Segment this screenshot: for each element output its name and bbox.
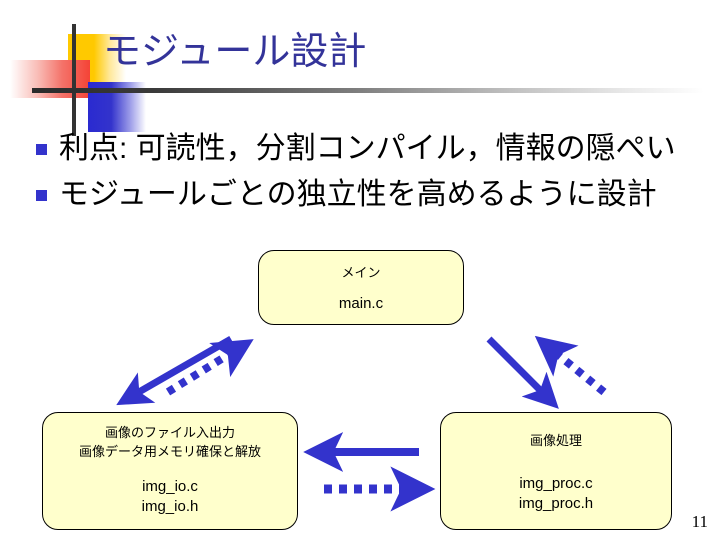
bullet-text: 利点: 可読性，分割コンパイル，情報の隠ぺい [59,132,676,165]
module-files: main.c [338,295,384,312]
square-bullet-icon [36,144,47,155]
module-files: img_proc.c img_proc.h [518,475,594,512]
arrow-main-to-img-io [116,335,233,406]
module-description: 画像処理 [529,433,582,448]
module-description: メイン [341,265,381,280]
module-box-img-io[interactable]: 画像のファイル入出力 画像データ用メモリ確保と解放 img_io.c img_i… [42,412,298,530]
arrow-img-io-to-main [165,339,254,396]
module-box-main[interactable]: メイン main.c [258,250,464,325]
list-item: モジュールごとの独立性を高めるように設計 [36,175,708,215]
module-files: img_io.c img_io.h [141,478,199,515]
page-title: モジュール設計 [103,31,367,73]
list-item: 利点: 可読性，分割コンパイル，情報の隠ぺい [36,129,708,169]
decoration-vertical-line [72,24,76,136]
module-description: 画像のファイル入出力 画像データ用メモリ確保と解放 [78,425,261,459]
bullet-text: モジュールごとの独立性を高めるように設計 [59,178,657,211]
arrow-img-proc-to-main [534,335,607,396]
square-bullet-icon [36,190,47,201]
arrow-main-to-img-proc [486,336,559,409]
page-number: 11 [691,512,708,531]
title-divider-rule [32,88,704,93]
module-box-img-proc[interactable]: 画像処理 img_proc.c img_proc.h [440,412,672,530]
bullet-list: 利点: 可読性，分割コンパイル，情報の隠ぺい モジュールごとの独立性を高めるよう… [36,129,708,221]
